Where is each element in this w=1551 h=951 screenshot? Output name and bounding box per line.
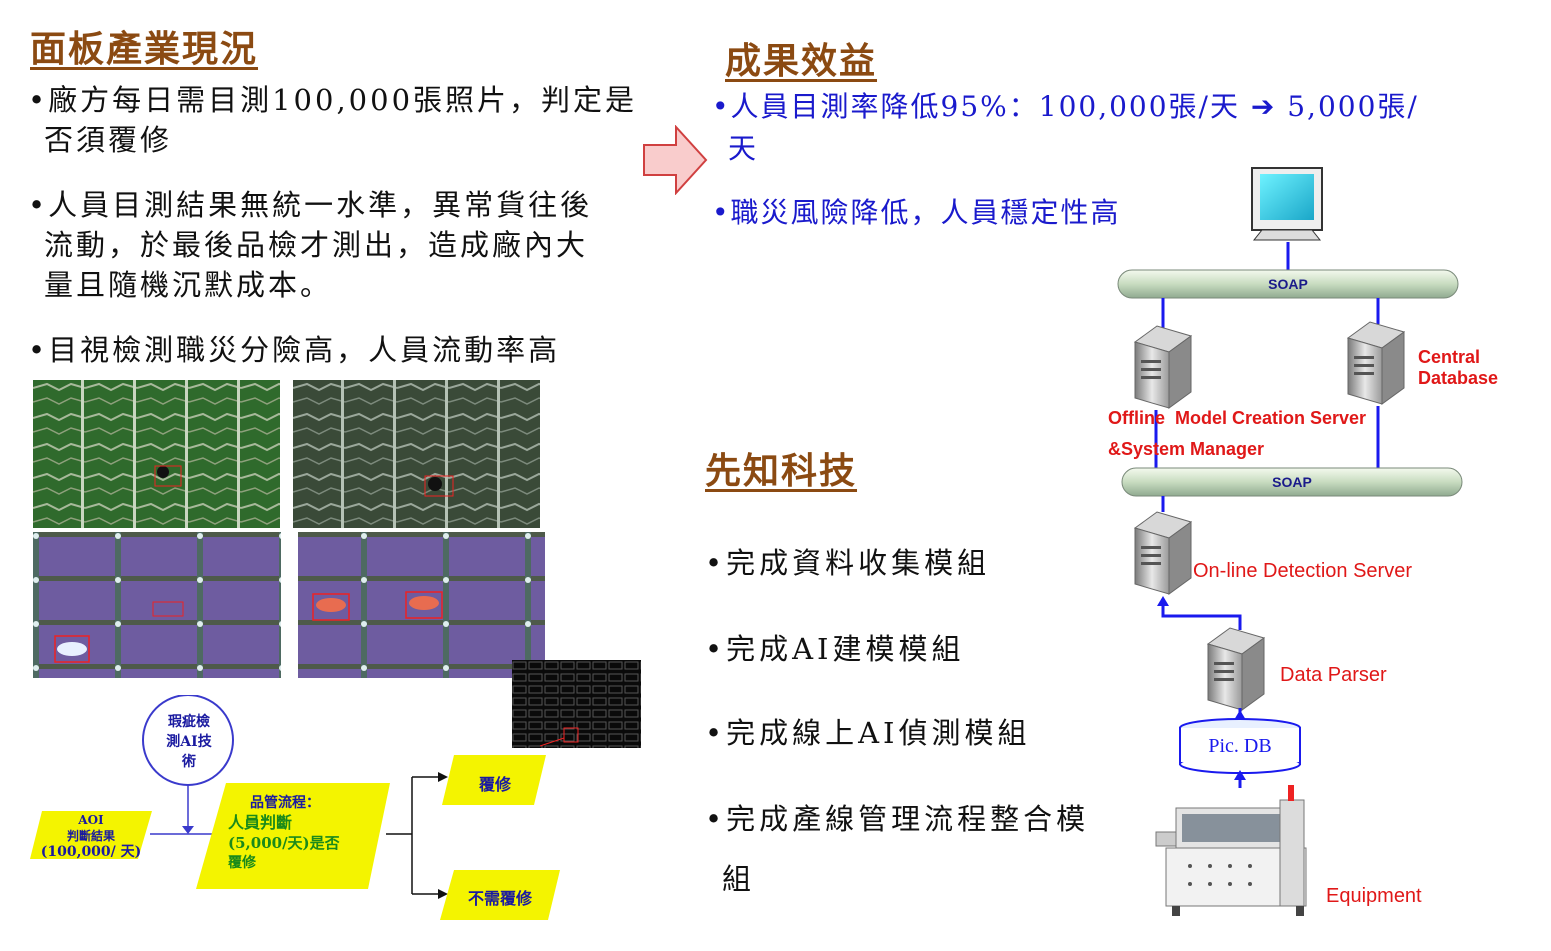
dark-panel-photo <box>512 660 641 748</box>
aoi-line1: AOI <box>78 813 104 827</box>
pic-db-label: Pic. DB <box>1208 735 1272 757</box>
soap-bus-mid <box>1121 467 1463 497</box>
left-bullet-1-line1: •廠方每日需目測100,000張照片，判定是 <box>28 83 638 117</box>
results-item-2: •職災風險降低，人員穩定性高 <box>712 196 1121 229</box>
company-item-3: •完成線上AI偵測模組 <box>705 716 1031 750</box>
circle-line1: 瑕疵檢 <box>168 714 210 730</box>
circle-line3: 術 <box>182 754 196 770</box>
online-server-icon <box>1134 511 1192 595</box>
company-item-4-cont: 組 <box>722 862 756 896</box>
pic-db-icon <box>1179 718 1301 774</box>
aoi-box <box>30 811 152 859</box>
offline-server-label-2: &System Manager <box>1108 439 1265 459</box>
left-bullet-3-line1: •目視檢測職災分險高，人員流動率高 <box>28 333 561 367</box>
qc-line4: 覆修 <box>228 855 256 871</box>
offline-server-icon <box>1134 325 1192 409</box>
central-db-line1: Central <box>1418 347 1481 367</box>
central-db-server-icon <box>1347 321 1405 405</box>
right-arrow-icon <box>643 125 708 195</box>
inspection-flow-diagram <box>30 695 560 920</box>
qc-line1: 品管流程： <box>250 795 320 811</box>
left-bullet-2: •人員目測結果無統一水準，異常貨往後 流動，於最後品檢才測出，造成廠內大 量且隨… <box>28 185 648 305</box>
left-bullet-2-line2: 流動，於最後品檢才測出，造成廠內大 <box>44 228 589 262</box>
monitor-icon <box>1251 167 1323 241</box>
offline-server-label-1: Offline Model Creation Server <box>1108 408 1367 428</box>
soap-bus-top <box>1117 269 1459 299</box>
green-panel-photos <box>33 380 540 528</box>
left-bullet-2-line1: •人員目測結果無統一水準，異常貨往後 <box>28 188 593 222</box>
repair-box <box>442 755 546 805</box>
company-item-2: •完成AI建模模組 <box>705 632 965 666</box>
left-bullet-2-line3: 量且隨機沉默成本。 <box>44 268 333 302</box>
purple-panel-photos <box>33 532 545 678</box>
soap-mid-label: SOAP <box>1272 474 1312 490</box>
company-item-1: •完成資料收集模組 <box>705 546 991 580</box>
left-bullet-1-line2: 否須覆修 <box>44 123 173 157</box>
online-server-label: On-line Detection Server <box>1193 560 1412 582</box>
no-repair-label: 不需覆修 <box>467 889 532 908</box>
system-architecture-diagram <box>1117 167 1463 916</box>
data-parser-server-icon <box>1207 627 1265 711</box>
aoi-line3: (100,000/ 天) <box>40 844 142 860</box>
qc-line3: (5,000/天)是否 <box>228 834 340 852</box>
equipment-icon <box>1155 785 1307 916</box>
left-bullet-1: •廠方每日需目測100,000張照片，判定是 否須覆修 <box>28 80 648 160</box>
results-item-1: •人員目測率降低95%：100,000張/天 ➔ 5,000張/ 天 <box>712 86 1492 170</box>
results-heading: 成果效益 <box>725 40 878 82</box>
left-bullet-3: •目視檢測職災分險高，人員流動率高 <box>28 330 648 370</box>
central-database-label: Central Database <box>1418 347 1498 389</box>
qc-box <box>196 783 390 889</box>
no-repair-box <box>440 870 560 920</box>
equipment-label: Equipment <box>1326 885 1422 907</box>
results-item-1-line1: •人員目測率降低95%：100,000張/天 ➔ 5,000張/ <box>712 90 1419 123</box>
results-item-1-line2: 天 <box>728 132 759 165</box>
central-db-line2: Database <box>1418 368 1499 388</box>
aoi-line2: 判斷結果 <box>66 829 115 843</box>
company-item-4: •完成產線管理流程整合模 <box>705 802 1090 836</box>
repair-label: 覆修 <box>478 775 511 794</box>
data-parser-label: Data Parser <box>1280 664 1387 686</box>
qc-line2: 人員判斷 <box>228 813 293 832</box>
ai-tech-circle-label: 瑕疵檢 測AI技 術 <box>145 712 233 772</box>
qc-label: 品管流程： 人員判斷 (5,000/天)是否 覆修 <box>228 793 378 873</box>
soap-top-label: SOAP <box>1268 276 1308 292</box>
left-heading: 面板產業現況 <box>30 28 259 70</box>
circle-line2: 測AI技 <box>166 734 212 750</box>
company-heading: 先知科技 <box>705 450 858 492</box>
aoi-label: AOI 判斷結果 (100,000/ 天) <box>36 812 146 860</box>
